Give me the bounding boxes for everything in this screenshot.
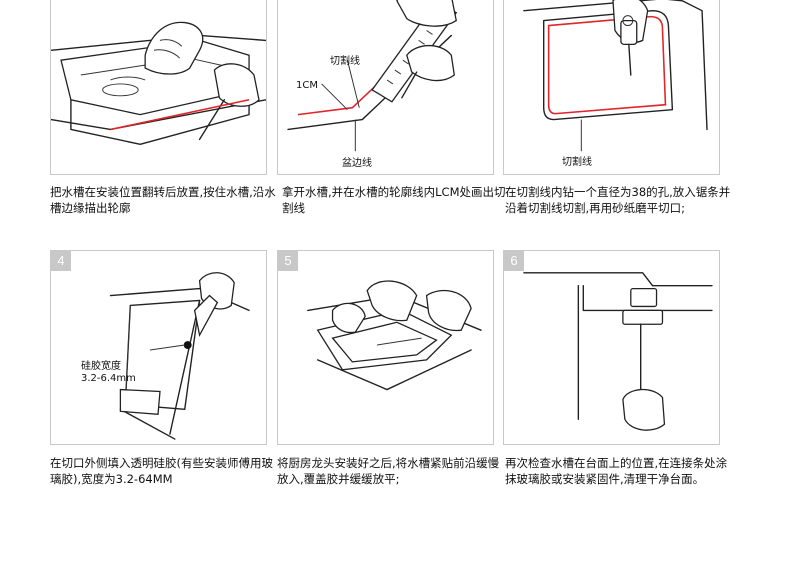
step-4-badge: 4: [51, 251, 71, 271]
silicone-width-label: 硅胶宽度: [81, 361, 121, 372]
step-4-illustration: [109, 272, 250, 440]
step-1-illustration: [51, 21, 266, 146]
step-6-caption: 再次检查水槽在台面上的位置,在连接条处涂抹玻璃胶或安装紧固件,清理干净台面。: [505, 456, 728, 486]
step-panel-5: 5: [277, 250, 494, 445]
step-panel-1: [50, 0, 267, 175]
step-3-caption: 在切割线内钻一个直径为38的孔,放入锯条并沿着切割线切割,再用砂纸磨平切口;: [505, 185, 731, 215]
step-5-illustration: [307, 280, 482, 391]
step-2-illustration: [287, 0, 458, 152]
step-panel-3: 切割线: [503, 0, 720, 175]
step-2-caption: 拿开水槽,并在水槽的轮廓线内LCM处画出切割线: [282, 185, 506, 215]
step-panel-6: 6: [503, 250, 720, 445]
step-6-badge: 6: [504, 251, 524, 271]
step-panel-4: 4 硅胶宽度 3.2-6.4mm: [50, 250, 267, 445]
step-3-illustration: [523, 0, 708, 152]
basin-edge-label: 盆边线: [342, 158, 372, 169]
cut-line-label: 切割线: [330, 56, 360, 67]
step-panel-2: 切割线 1CM 盆边线: [277, 0, 494, 175]
step-4-caption: 在切口外侧填入透明硅胶(有些安装师傅用玻璃胶),宽度为3.2-64MM: [50, 456, 273, 486]
one-cm-label: 1CM: [296, 80, 318, 91]
step-5-caption: 将厨房龙头安装好之后,将水槽紧贴前沿缓慢放入,覆盖胶并缓缓放平;: [277, 456, 500, 486]
step-1-caption: 把水槽在安装位置翻转后放置,按住水槽,沿水槽边缘描出轮廓: [50, 185, 276, 215]
step-5-badge: 5: [278, 251, 298, 271]
step-6-illustration: [523, 272, 713, 431]
cut-line-label-3: 切割线: [562, 157, 592, 168]
silicone-width-value: 3.2-6.4mm: [81, 373, 136, 384]
